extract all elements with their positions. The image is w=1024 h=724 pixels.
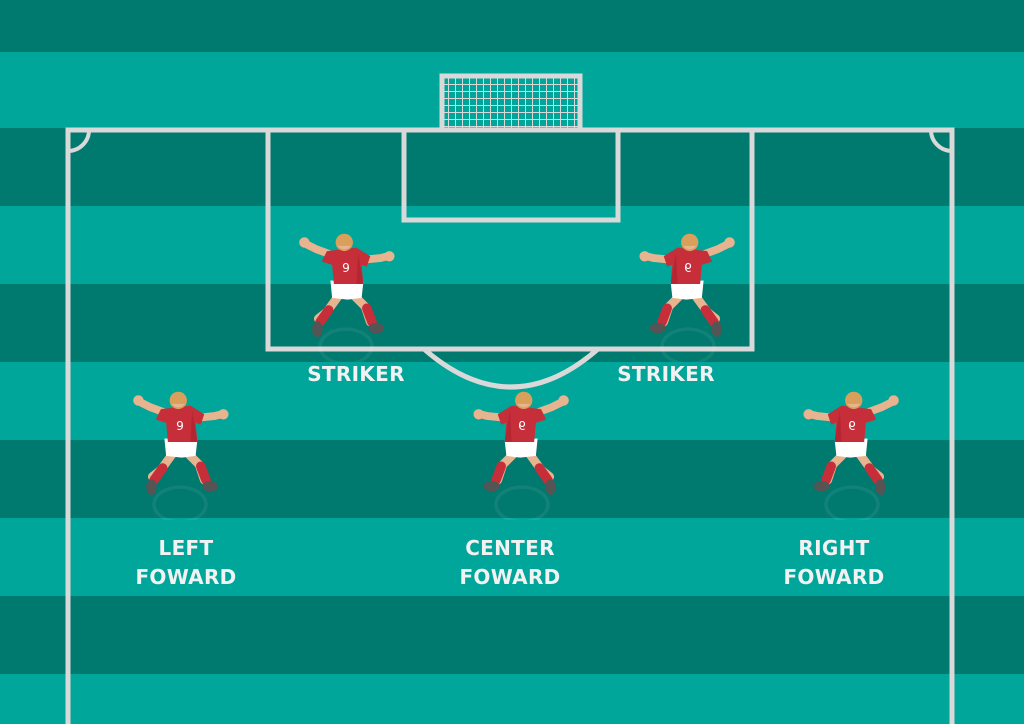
- label-line: RIGHT: [798, 536, 870, 560]
- label-line: FOWARD: [783, 565, 885, 589]
- player-striker-left: [286, 232, 406, 362]
- grass-stripe: [0, 0, 1024, 52]
- label-line: LEFT: [158, 536, 214, 560]
- label-line: FOWARD: [459, 565, 561, 589]
- goal-area: [401, 130, 621, 223]
- label-left-forward: LEFT FOWARD: [126, 534, 246, 592]
- penalty-arc: [422, 347, 600, 390]
- label-striker-left: STRIKER: [296, 360, 416, 389]
- corner-arc-left: [67, 129, 91, 153]
- goal-net: [439, 73, 583, 133]
- boundary-lines: [65, 127, 955, 724]
- label-striker-right: STRIKER: [606, 360, 726, 389]
- player-figure-icon: [628, 232, 748, 362]
- player-left-forward: [120, 390, 240, 520]
- label-line: FOWARD: [135, 565, 237, 589]
- label-center-forward: CENTER FOWARD: [450, 534, 570, 592]
- player-striker-right: [628, 232, 748, 362]
- grass-stripe: [0, 674, 1024, 724]
- label-line: STRIKER: [307, 362, 405, 386]
- grass-stripe: [0, 596, 1024, 674]
- label-right-forward: RIGHT FOWARD: [774, 534, 894, 592]
- grass-stripe: [0, 518, 1024, 596]
- player-center-forward: [462, 390, 582, 520]
- player-figure-icon: [120, 390, 240, 520]
- label-line: STRIKER: [617, 362, 715, 386]
- label-line: CENTER: [465, 536, 555, 560]
- grass-stripe: [0, 128, 1024, 206]
- player-figure-icon: [462, 390, 582, 520]
- player-figure-icon: [286, 232, 406, 362]
- player-figure-icon: [792, 390, 912, 520]
- corner-arc-right: [929, 129, 953, 153]
- penalty-area: [265, 130, 755, 352]
- player-right-forward: [792, 390, 912, 520]
